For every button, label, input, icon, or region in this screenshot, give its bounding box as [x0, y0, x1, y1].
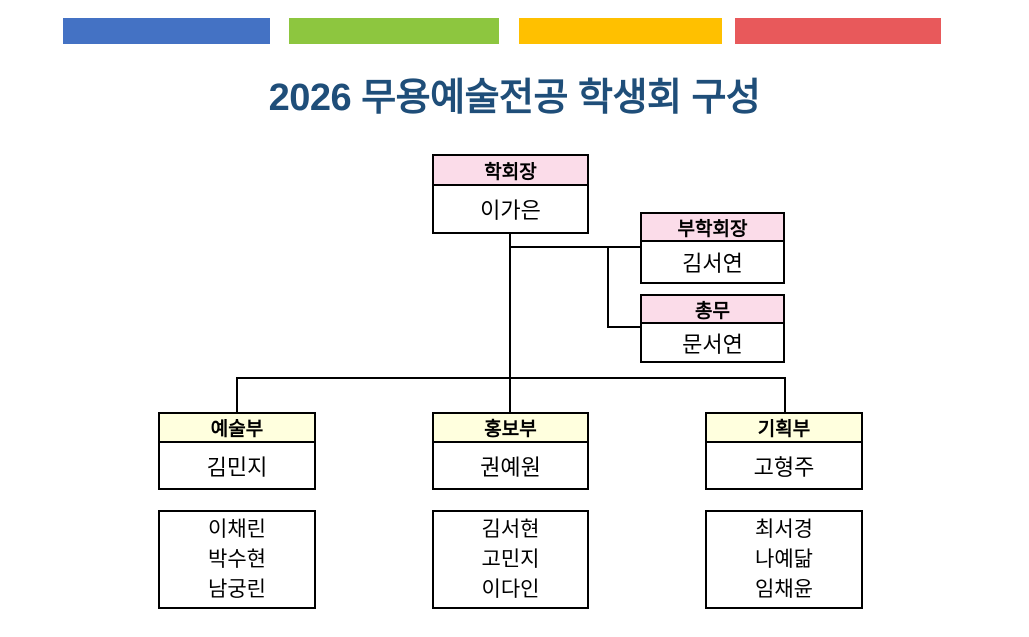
drop-line-left	[236, 377, 238, 412]
members-box-planning: 최서경 나예닮 임채윤	[705, 510, 863, 609]
vice-president-name: 김서연	[642, 242, 783, 282]
bracket-line	[607, 246, 609, 328]
treasurer-box: 총무 문서연	[640, 294, 785, 363]
member-name: 남궁린	[208, 577, 266, 601]
treasurer-role-header: 총무	[642, 296, 783, 324]
top-bar-blue	[63, 18, 270, 44]
top-bar-green	[289, 18, 499, 44]
member-name: 이다인	[481, 577, 540, 601]
president-name: 이가은	[434, 186, 587, 232]
members-box-arts: 이채린 박수현 남궁린	[158, 510, 316, 609]
top-bar-red	[735, 18, 941, 44]
page-title: 2026 무용예술전공 학생회 구성	[268, 77, 761, 119]
president-role-header: 학회장	[434, 156, 587, 186]
member-name: 김서현	[481, 517, 540, 541]
branch-line-top	[509, 246, 640, 248]
treasurer-name: 문서연	[642, 324, 783, 361]
main-horizontal-line	[236, 377, 786, 379]
drop-line-right	[784, 377, 786, 412]
vice-president-role-header: 부학회장	[642, 214, 783, 242]
member-name: 고민지	[481, 547, 540, 571]
department-pr-head-name: 권예원	[434, 443, 587, 488]
department-box-pr: 홍보부 권예원	[432, 412, 589, 490]
president-box: 학회장 이가은	[432, 154, 589, 234]
trunk-line	[509, 234, 511, 412]
department-planning-head-name: 고형주	[707, 443, 861, 488]
department-pr-role-header: 홍보부	[434, 414, 587, 443]
member-name: 최서경	[755, 517, 813, 541]
branch-line-bottom	[607, 326, 640, 328]
department-box-arts: 예술부 김민지	[158, 412, 316, 490]
department-arts-head-name: 김민지	[160, 443, 314, 488]
members-box-pr: 김서현 고민지 이다인	[432, 510, 589, 609]
top-bar-yellow	[519, 18, 722, 44]
member-name: 임채윤	[755, 577, 813, 601]
member-name: 박수현	[208, 547, 266, 571]
department-planning-role-header: 기획부	[707, 414, 861, 443]
member-name: 나예닮	[755, 547, 813, 571]
member-name: 이채린	[208, 517, 266, 541]
department-box-planning: 기획부 고형주	[705, 412, 863, 490]
vice-president-box: 부학회장 김서연	[640, 212, 785, 284]
department-arts-role-header: 예술부	[160, 414, 314, 443]
